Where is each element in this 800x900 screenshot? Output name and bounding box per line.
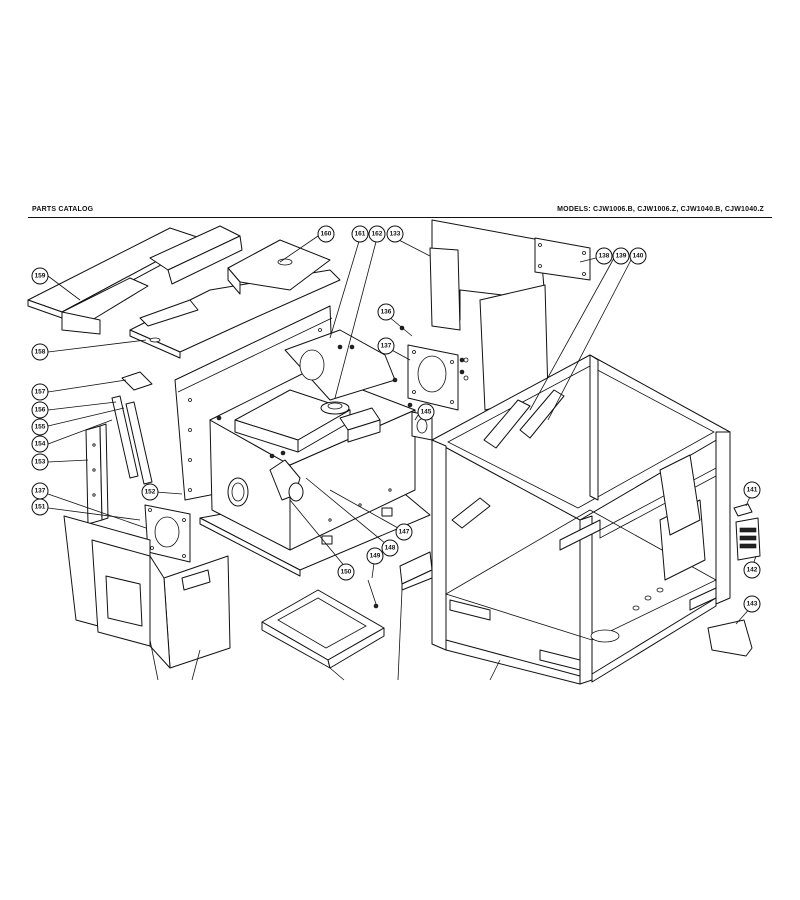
callout-label: 160 xyxy=(321,231,332,238)
callout-label: 137 xyxy=(381,343,392,350)
callout-label: 156 xyxy=(35,407,46,414)
callout-148: 148 xyxy=(381,539,399,557)
callout-133: 133 xyxy=(386,225,404,243)
callout-162: 162 xyxy=(368,225,386,243)
callout-label: 142 xyxy=(747,567,758,574)
callout-142: 142 xyxy=(743,561,761,579)
flange-plate-upper xyxy=(399,325,465,411)
callout-160: 160 xyxy=(317,225,335,243)
callout-label: 140 xyxy=(633,253,644,260)
rear-panels xyxy=(429,219,591,411)
front-panels xyxy=(63,515,231,669)
callout-label: 137 xyxy=(35,488,46,495)
top-bracket-panel xyxy=(129,239,341,359)
callout-label: 159 xyxy=(35,273,46,280)
callout-138: 138 xyxy=(595,247,613,265)
callout-145: 145 xyxy=(417,403,435,421)
callout-label: 141 xyxy=(747,487,758,494)
callout-149: 149 xyxy=(366,547,384,565)
callout-136-upper: 136 xyxy=(377,303,395,321)
callout-151: 151 xyxy=(31,498,49,516)
callout-159: 159 xyxy=(31,267,49,285)
flange-plate-lower xyxy=(144,504,191,563)
callout-label: 154 xyxy=(35,441,46,448)
callout-label: 162 xyxy=(372,231,383,238)
top-cover-panel xyxy=(27,225,243,335)
callout-147: 147 xyxy=(395,523,413,541)
callout-label: 148 xyxy=(385,545,396,552)
callout-label: 143 xyxy=(747,601,758,608)
callout-158: 158 xyxy=(31,343,49,361)
callout-label: 145 xyxy=(421,409,432,416)
callout-140: 140 xyxy=(629,247,647,265)
callout-label: 157 xyxy=(35,389,46,396)
callout-141: 141 xyxy=(743,481,761,499)
callout-143: 143 xyxy=(743,595,761,613)
cabinet-frame xyxy=(431,354,731,685)
callout-label: 153 xyxy=(35,459,46,466)
callout-label: 138 xyxy=(599,253,610,260)
callout-150: 150 xyxy=(337,563,355,581)
callout-label: 158 xyxy=(35,349,46,356)
callout-label: 133 xyxy=(390,231,401,238)
callout-137-lower: 137 xyxy=(31,482,49,500)
callout-label: 155 xyxy=(35,424,46,431)
leader-lines xyxy=(47,235,757,681)
callout-157: 157 xyxy=(31,383,49,401)
callout-label: 139 xyxy=(616,253,627,260)
tank-body xyxy=(199,329,431,577)
left-brackets xyxy=(85,371,153,525)
small-hardware xyxy=(367,551,433,609)
callout-153: 153 xyxy=(31,453,49,471)
callout-139: 139 xyxy=(612,247,630,265)
callout-154: 154 xyxy=(31,435,49,453)
callout-161: 161 xyxy=(351,225,369,243)
models-label: MODELS: CJW1006.B, CJW1006.Z, CJW1040.B,… xyxy=(557,206,764,213)
callout-label: 147 xyxy=(399,529,410,536)
callout-156: 156 xyxy=(31,401,49,419)
catalog-header: PARTS CATALOG MODELS: CJW1006.B, CJW1006… xyxy=(28,204,772,218)
header-rule xyxy=(28,217,772,218)
callout-label: 152 xyxy=(145,489,156,496)
parts-catalog-label: PARTS CATALOG xyxy=(32,206,94,213)
drain-tray xyxy=(261,589,385,669)
callout-label: 161 xyxy=(355,231,366,238)
callout-label: 150 xyxy=(341,569,352,576)
callout-152: 152 xyxy=(141,483,159,501)
callout-label: 136 xyxy=(381,309,392,316)
callout-137-upper: 137 xyxy=(377,337,395,355)
terminal-block-parts xyxy=(707,503,761,657)
callout-label: 151 xyxy=(35,504,46,511)
callout-155: 155 xyxy=(31,418,49,436)
callout-label: 149 xyxy=(370,553,381,560)
